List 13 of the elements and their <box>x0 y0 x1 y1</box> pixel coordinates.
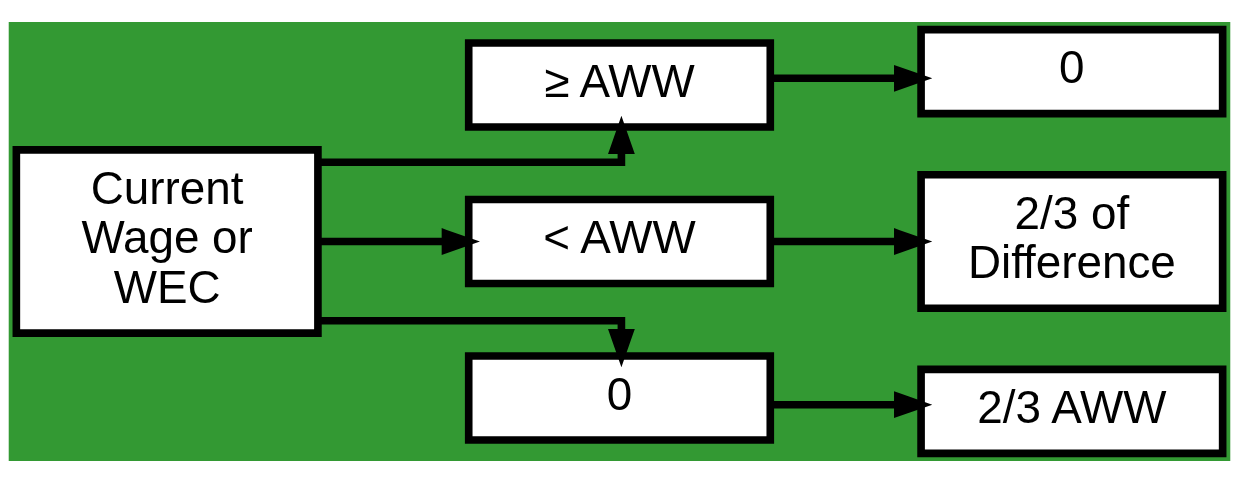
arrow <box>318 228 480 255</box>
node-box: 2/3 AWW <box>917 365 1227 458</box>
node-box: Current Wage or WEC <box>12 146 322 337</box>
arrow <box>318 115 635 167</box>
arrow <box>318 316 635 368</box>
arrow <box>770 64 933 92</box>
arrow <box>770 228 933 255</box>
node-box: < AWW <box>464 195 775 288</box>
node-box: 0 <box>917 25 1227 118</box>
node-box: ≥ AWW <box>464 39 775 131</box>
node-box: 2/3 of Difference <box>917 170 1227 313</box>
arrow <box>770 391 933 419</box>
node-box: 0 <box>464 352 775 444</box>
